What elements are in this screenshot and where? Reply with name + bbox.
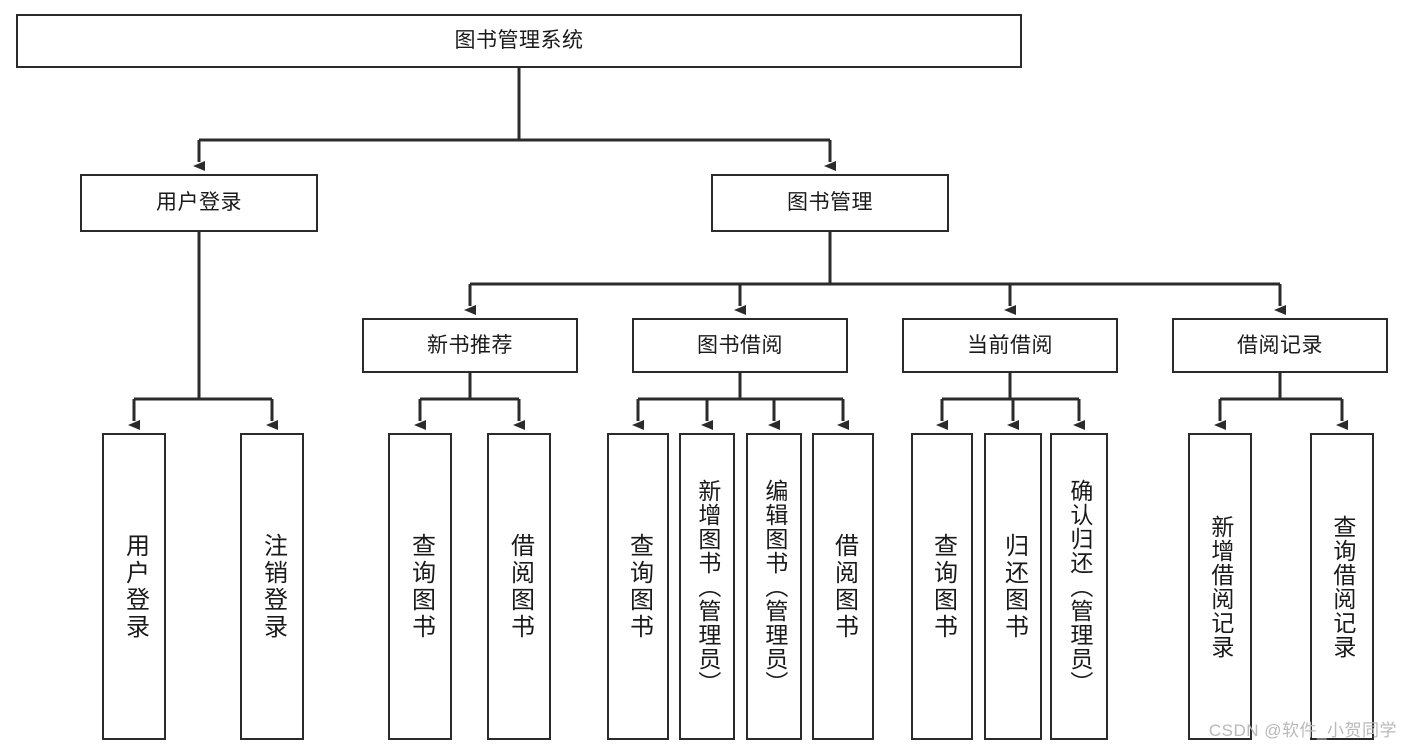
node-leaf-query-book-borrow[interactable]: 查询图书 — [607, 433, 669, 740]
node-label: 借阅图书 — [506, 532, 534, 641]
node-leaf-query-borrow-record[interactable]: 查询借阅记录 — [1310, 433, 1374, 740]
node-label: 新增借阅记录 — [1207, 514, 1234, 659]
node-label: 新书推荐 — [427, 333, 513, 357]
node-book-borrow[interactable]: 图书借阅 — [632, 318, 848, 373]
node-label: 用户登录 — [156, 191, 242, 215]
node-leaf-logout[interactable]: 注销登录 — [240, 433, 304, 740]
node-root[interactable]: 图书管理系统 — [16, 14, 1022, 68]
node-label: 图书管理系统 — [454, 29, 584, 53]
node-borrow-record[interactable]: 借阅记录 — [1172, 318, 1388, 373]
node-leaf-add-borrow-record[interactable]: 新增借阅记录 — [1188, 433, 1252, 740]
node-leaf-edit-book-admin[interactable]: 编辑图书（管理员） — [746, 433, 802, 740]
node-label: 借阅记录 — [1237, 333, 1323, 357]
node-user-login[interactable]: 用户登录 — [80, 174, 318, 232]
node-label: 查询图书 — [407, 532, 435, 641]
node-leaf-return-book[interactable]: 归还图书 — [984, 433, 1042, 740]
node-leaf-add-book-admin[interactable]: 新增图书（管理员） — [679, 433, 735, 740]
node-label: 用户登录 — [121, 532, 149, 641]
node-book-manage[interactable]: 图书管理 — [711, 174, 949, 232]
node-leaf-query-book-cur[interactable]: 查询图书 — [911, 433, 973, 740]
node-label: 查询图书 — [625, 532, 653, 641]
node-label: 查询借阅记录 — [1329, 514, 1356, 659]
node-leaf-query-book-rec[interactable]: 查询图书 — [388, 433, 452, 740]
node-label: 注销登录 — [259, 532, 287, 641]
node-label: 归还图书 — [1000, 532, 1028, 641]
node-label: 查询图书 — [929, 532, 957, 641]
node-leaf-borrow-book-rec[interactable]: 借阅图书 — [487, 433, 551, 740]
node-label: 借阅图书 — [830, 532, 858, 641]
node-label: 编辑图书（管理员） — [761, 478, 788, 695]
node-current-borrow[interactable]: 当前借阅 — [902, 318, 1118, 373]
node-label: 当前借阅 — [967, 333, 1053, 357]
node-leaf-borrow-book[interactable]: 借阅图书 — [812, 433, 874, 740]
node-label: 图书借阅 — [697, 333, 783, 357]
node-label: 新增图书（管理员） — [694, 478, 721, 695]
node-label: 图书管理 — [787, 191, 873, 215]
node-leaf-user-login[interactable]: 用户登录 — [102, 433, 166, 740]
watermark-text: CSDN @软件_小贺同学 — [1208, 721, 1397, 740]
node-leaf-confirm-return-admin[interactable]: 确认归还（管理员） — [1050, 433, 1108, 740]
node-label: 确认归还（管理员） — [1066, 478, 1093, 695]
node-new-book-recommend[interactable]: 新书推荐 — [362, 318, 578, 373]
